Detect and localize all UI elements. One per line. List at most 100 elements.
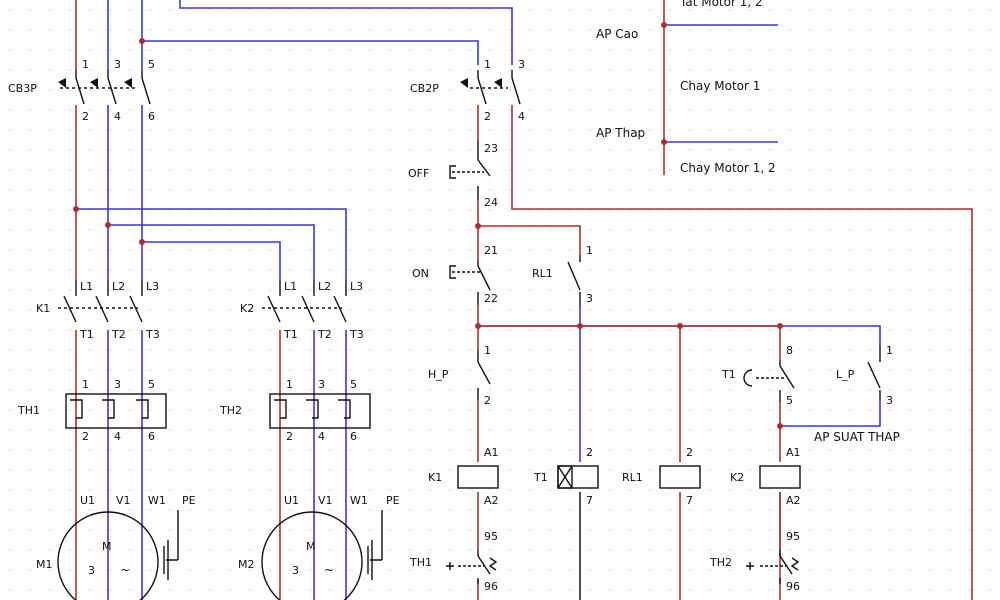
hp-label: H_P	[428, 368, 449, 381]
terminal-label: 5	[148, 58, 155, 71]
th2-label: TH2	[219, 404, 242, 417]
coil-icon	[659, 465, 701, 489]
terminal-label: 2	[686, 446, 693, 459]
timer-coil[interactable]: T1 2 7	[533, 446, 599, 507]
thermal-element-icon	[70, 399, 149, 419]
motor-m2[interactable]: M2 U1 V1 W1 PE M 3 ~	[238, 494, 400, 600]
k1-coil-label: K1	[428, 471, 442, 484]
junction	[475, 323, 481, 329]
hp-contact[interactable]: H_P 1 2	[428, 344, 491, 407]
wire-bus-2	[108, 224, 315, 280]
motor-m-text: M	[102, 540, 112, 553]
terminal-label: L1	[80, 280, 93, 293]
breaker-trip-icon	[58, 78, 132, 88]
timer-contact-label: T1	[721, 368, 736, 381]
junction	[677, 323, 683, 329]
pushbutton-nc-icon	[449, 140, 491, 200]
rl1-coil-label: RL1	[622, 471, 643, 484]
terminal-label: 1	[484, 344, 491, 357]
cb2p-pole	[470, 70, 521, 105]
th1-contact-label: TH1	[409, 556, 432, 569]
junction	[661, 139, 667, 145]
junction	[777, 423, 783, 429]
terminal-label: 7	[586, 494, 593, 507]
thermal-relay-box	[269, 393, 371, 429]
rl1-coil[interactable]: RL1 2 7	[622, 446, 701, 507]
control-wires	[477, 105, 973, 600]
power-wires	[75, 0, 513, 600]
terminal-label: T3	[349, 328, 364, 341]
terminal-label: T1	[79, 328, 94, 341]
terminal-label: 6	[350, 430, 357, 443]
terminal-label: 5	[148, 378, 155, 391]
junction	[475, 223, 481, 229]
th2-contact[interactable]: TH2 95 96	[709, 530, 800, 593]
terminal-label: 1	[82, 58, 89, 71]
table-chay-1: Chay Motor 1	[680, 79, 760, 93]
rl1-contact[interactable]: RL1 1 3	[532, 244, 593, 305]
thermal-relay-box	[65, 393, 167, 429]
terminal-label: T1	[283, 328, 298, 341]
terminal-label: 2	[286, 430, 293, 443]
terminal-label: L2	[318, 280, 331, 293]
th1-relay[interactable]: TH1 1 3 5 2 4 6	[17, 378, 167, 443]
table-ap-thap: AP Thap	[596, 126, 645, 140]
pushbutton-no-icon	[449, 260, 491, 305]
terminal-label: T2	[111, 328, 126, 341]
junctions	[73, 22, 783, 429]
motor-ac-text: ~	[324, 563, 334, 577]
k2-contactor[interactable]: K2 L1 L2 L3 T1 T2 T3	[240, 280, 364, 341]
terminal-label: 95	[786, 530, 800, 543]
terminal-label: 8	[786, 344, 793, 357]
th2-contact-label: TH2	[709, 556, 732, 569]
k2-coil-label: K2	[730, 471, 744, 484]
k2-label: K2	[240, 302, 254, 315]
timer-contact[interactable]: T1 8 5	[721, 344, 795, 407]
m1-label: M1	[36, 558, 53, 571]
terminal-label: A1	[786, 446, 801, 459]
terminal-label: PE	[182, 494, 196, 507]
table-chay-12: Chay Motor 1, 2	[680, 161, 776, 175]
terminal-label: 1	[82, 378, 89, 391]
contactor-icon	[262, 280, 347, 323]
k2-coil[interactable]: K2 A1 A2	[730, 446, 801, 507]
on-button[interactable]: ON 21 22	[412, 244, 498, 305]
timer-coil-icon	[557, 465, 599, 489]
motor-phase-text: 3	[88, 564, 95, 577]
contact-nc-icon	[477, 350, 491, 400]
junction	[139, 239, 145, 245]
timer-contact-icon	[743, 360, 795, 402]
th2-relay[interactable]: TH2 1 3 5 2 4 6	[219, 378, 371, 443]
junction	[105, 222, 111, 228]
motor-m1[interactable]: M1 U1 V1 W1 PE M 3 ~	[36, 494, 196, 600]
th1-contact[interactable]: TH1 95 96	[409, 530, 498, 593]
contact-no-icon	[567, 255, 581, 305]
cb3p-label: CB3P	[8, 82, 37, 95]
junction	[777, 323, 783, 329]
terminal-label: 2	[484, 110, 491, 123]
table-top-cut: Tat Motor 1, 2	[679, 0, 763, 9]
terminal-label: L2	[112, 280, 125, 293]
k1-label: K1	[36, 302, 50, 315]
terminal-label: T3	[145, 328, 160, 341]
k1-coil[interactable]: K1 A1 A2	[428, 446, 499, 507]
breaker-cb3p[interactable]: CB3P 1 3 5 2 4 6	[8, 58, 155, 123]
terminal-label: L3	[350, 280, 363, 293]
terminal-label: 4	[518, 110, 525, 123]
k1-contactor[interactable]: K1 L1 L2 L3 T1 T2 T3	[36, 280, 160, 341]
terminal-label: 1	[484, 58, 491, 71]
terminal-label: 4	[318, 430, 325, 443]
junction	[661, 22, 667, 28]
terminal-label: 21	[484, 244, 498, 257]
lp-contact[interactable]: L_P 1 3 AP SUAT THAP	[814, 344, 900, 444]
junction	[577, 323, 583, 329]
terminal-label: 96	[484, 580, 498, 593]
terminal-label: A1	[484, 446, 499, 459]
off-label: OFF	[408, 167, 429, 180]
off-button[interactable]: OFF 23 24	[408, 140, 498, 209]
pressure-table-lines	[663, 0, 778, 175]
breaker-cb2p[interactable]: CB2P 1 3 2 4	[410, 58, 525, 123]
thermal-contact-icon	[446, 550, 498, 584]
